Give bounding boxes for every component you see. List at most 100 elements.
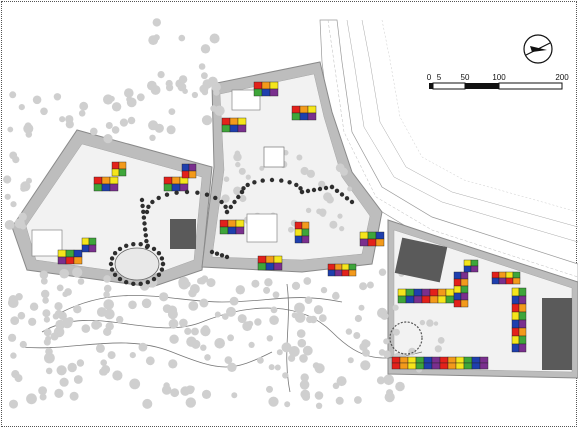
tree [7, 126, 14, 133]
path-tree [139, 197, 145, 203]
housing-unit [291, 105, 301, 114]
path-tree [252, 180, 257, 185]
housing-unit [453, 285, 462, 294]
housing-block [491, 271, 521, 285]
tree [201, 389, 212, 399]
tree [40, 107, 48, 116]
housing-unit [269, 88, 279, 97]
housing-unit [257, 262, 267, 271]
tree [40, 277, 48, 285]
housing-unit [391, 362, 401, 370]
housing-unit [491, 271, 500, 279]
tree [178, 34, 186, 42]
housing-unit [348, 263, 357, 271]
housing-unit [171, 176, 181, 185]
tree [136, 93, 145, 102]
housing-unit [88, 244, 97, 253]
tree [103, 291, 110, 298]
tree [103, 275, 111, 283]
tree [141, 298, 152, 309]
path-tree [299, 189, 305, 195]
housing-unit [253, 88, 263, 97]
tree [282, 372, 289, 379]
tree [20, 223, 27, 230]
housing-unit [512, 271, 521, 279]
tree [18, 104, 25, 111]
tree [433, 321, 439, 326]
tree [66, 317, 74, 325]
tree [149, 134, 156, 141]
housing-unit [511, 319, 520, 329]
housing-unit [498, 271, 507, 279]
tree [90, 127, 98, 136]
path-tree [156, 195, 161, 201]
tree [266, 335, 273, 342]
housing-unit [445, 288, 455, 297]
housing-block [221, 117, 247, 133]
tree [42, 309, 51, 318]
housing-unit [415, 356, 425, 364]
tree [360, 360, 371, 371]
tree [105, 122, 113, 129]
housing-unit [413, 288, 423, 297]
housing-block [163, 176, 189, 192]
tree [366, 281, 374, 289]
path-tree [156, 272, 162, 277]
housing-unit [460, 299, 469, 308]
housing-unit [109, 183, 119, 192]
tree [39, 270, 49, 280]
tree [73, 305, 82, 314]
tree [326, 195, 334, 204]
path-tree [124, 243, 129, 248]
housing-unit [431, 362, 441, 370]
tree [43, 328, 52, 337]
tree [59, 377, 69, 387]
tree [434, 345, 442, 353]
housing-unit [227, 226, 237, 235]
housing-unit [453, 271, 462, 280]
tree [264, 278, 273, 287]
path-tree [141, 215, 147, 220]
tree [359, 342, 368, 351]
tree [354, 314, 362, 323]
housing-unit [307, 112, 317, 121]
courtyard [246, 213, 278, 243]
path-tree [349, 199, 355, 205]
housing-block [359, 231, 385, 247]
tree [199, 84, 209, 94]
housing-unit [453, 299, 462, 308]
housing-unit [479, 362, 489, 370]
housing-unit [453, 278, 462, 287]
housing-unit [470, 259, 479, 267]
plaza [389, 321, 423, 355]
housing-unit [171, 183, 181, 192]
housing-unit [221, 124, 231, 133]
tree [200, 344, 207, 351]
tree [299, 380, 310, 390]
tree [353, 332, 361, 339]
tree [168, 318, 179, 329]
path-tree [339, 192, 345, 197]
path-tree [334, 188, 340, 193]
housing-unit [265, 262, 275, 271]
tree [245, 174, 251, 180]
housing-unit [163, 176, 173, 185]
housing-unit [437, 295, 447, 304]
tree [162, 304, 172, 313]
housing-unit [257, 255, 267, 264]
tree [269, 315, 279, 326]
tree [50, 332, 59, 341]
tree [42, 297, 49, 304]
path-tree [109, 267, 115, 272]
scale-label-0: 0 [426, 73, 432, 82]
tree [59, 268, 69, 279]
tree [316, 208, 322, 215]
housing-unit [229, 117, 239, 126]
tree [188, 385, 195, 393]
tree [337, 213, 343, 219]
path-tree [151, 246, 157, 252]
tree [233, 186, 242, 196]
tree [408, 347, 416, 356]
housing-unit [221, 117, 231, 126]
path-tree [159, 267, 165, 272]
